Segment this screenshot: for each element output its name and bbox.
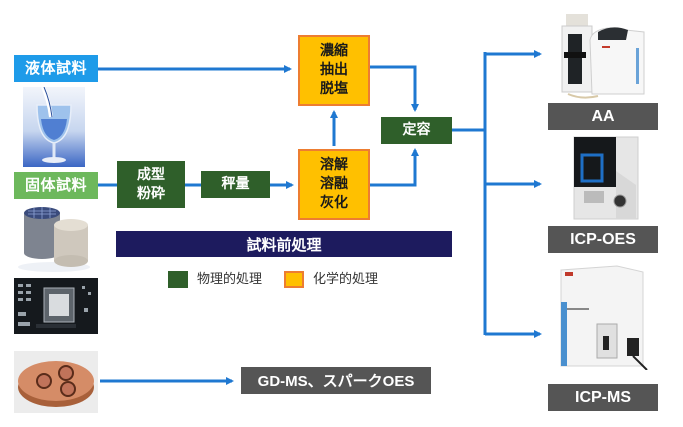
- aa-spectrometer-icon: [552, 10, 650, 100]
- circuit-board-icon: [14, 278, 98, 334]
- aa-label: AA: [591, 107, 615, 125]
- pretreatment-banner: 試料前処理: [116, 231, 452, 257]
- icp-ms-instrument-icon: [555, 262, 651, 371]
- ashing-line: 灰化: [320, 195, 348, 211]
- volume-fix-box: 定容: [381, 117, 452, 144]
- legend: 物理的処理 化学的処理: [168, 269, 428, 289]
- water-glass-icon: [23, 86, 85, 167]
- legend-swatch-chemical: [284, 270, 305, 288]
- shaping-grinding-box: 成型 粉砕: [117, 161, 185, 208]
- icp-oes-instrument-icon: [570, 135, 642, 221]
- shaping-line: 成型: [137, 166, 165, 183]
- weighing-label: 秤量: [221, 176, 250, 192]
- concentration-line: 濃縮: [320, 43, 348, 59]
- arrow-concentrate-to-volume: [370, 65, 419, 112]
- instrument-label-aa: AA: [548, 103, 658, 130]
- dissolution-line: 溶解: [320, 157, 348, 173]
- dissolution-fusion-ashing-box: 溶解 溶融 灰化: [298, 149, 370, 220]
- ceramic-filter-icon: [14, 203, 98, 273]
- liquid-sample-label: 液体試料: [14, 55, 98, 82]
- solid-sample-label: 固体試料: [14, 172, 98, 199]
- legend-label-chemical: 化学的処理: [313, 271, 379, 287]
- instrument-label-icp-oes: ICP-OES: [548, 226, 658, 253]
- legend-label-physical: 物理的処理: [197, 271, 263, 287]
- arrow-dissolve-to-volume: [370, 148, 419, 187]
- extraction-line: 抽出: [320, 62, 348, 78]
- instrument-label-icp-ms: ICP-MS: [548, 384, 658, 411]
- copper-disc-icon: [14, 351, 98, 413]
- fusion-line: 溶融: [320, 176, 348, 192]
- icp-ms-label: ICP-MS: [575, 388, 631, 406]
- direct-method-label: GD-MS、スパークOES: [241, 367, 431, 394]
- concentration-extraction-desalting-box: 濃縮 抽出 脱塩: [298, 35, 370, 106]
- volume-fix-label: 定容: [402, 122, 431, 138]
- weighing-box: 秤量: [201, 171, 270, 198]
- pretreatment-label: 試料前処理: [246, 235, 322, 254]
- icp-oes-label: ICP-OES: [570, 230, 636, 248]
- grinding-line: 粉砕: [137, 185, 165, 202]
- desalting-line: 脱塩: [320, 81, 348, 97]
- direct-method-text: GD-MS、スパークOES: [257, 373, 415, 390]
- legend-swatch-physical: [168, 270, 188, 288]
